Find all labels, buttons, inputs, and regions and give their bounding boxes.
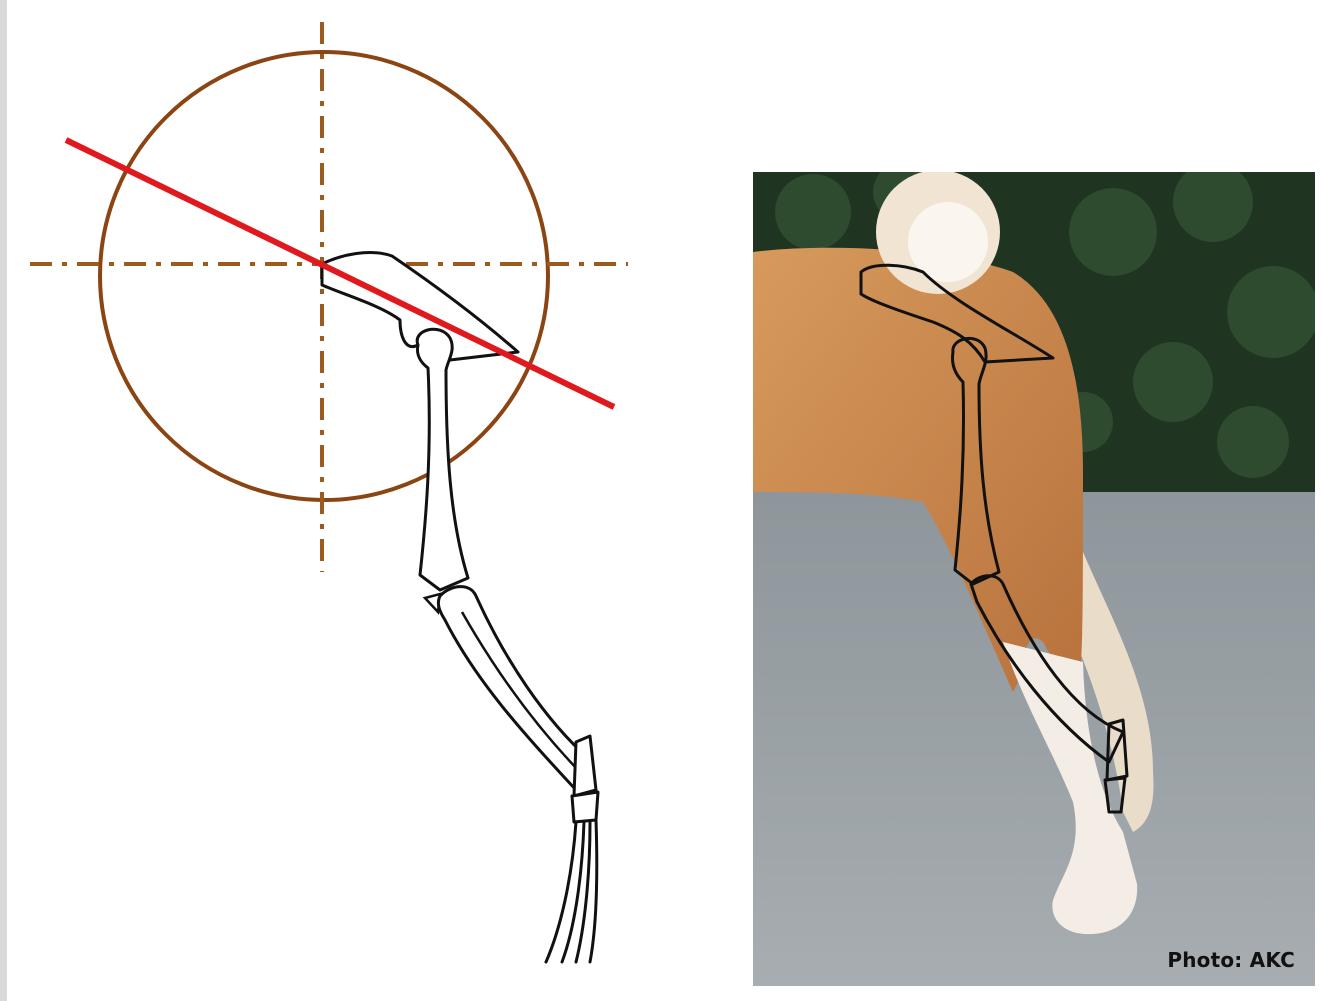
- femur-bone-icon: [417, 329, 468, 590]
- photo-illustration: [753, 172, 1315, 986]
- metatarsal-bone-icon: [572, 792, 598, 822]
- photo-credit: Photo: AKC: [1167, 948, 1295, 972]
- hindquarter-angle-diagram: [0, 0, 700, 1001]
- hock-bone-icon: [574, 736, 596, 796]
- pelvic-angle-line: [66, 140, 614, 407]
- toe-bones-icon: [546, 820, 597, 962]
- curled-tail: [876, 172, 1000, 294]
- dog-hindquarter-photo: Photo: AKC: [753, 172, 1315, 986]
